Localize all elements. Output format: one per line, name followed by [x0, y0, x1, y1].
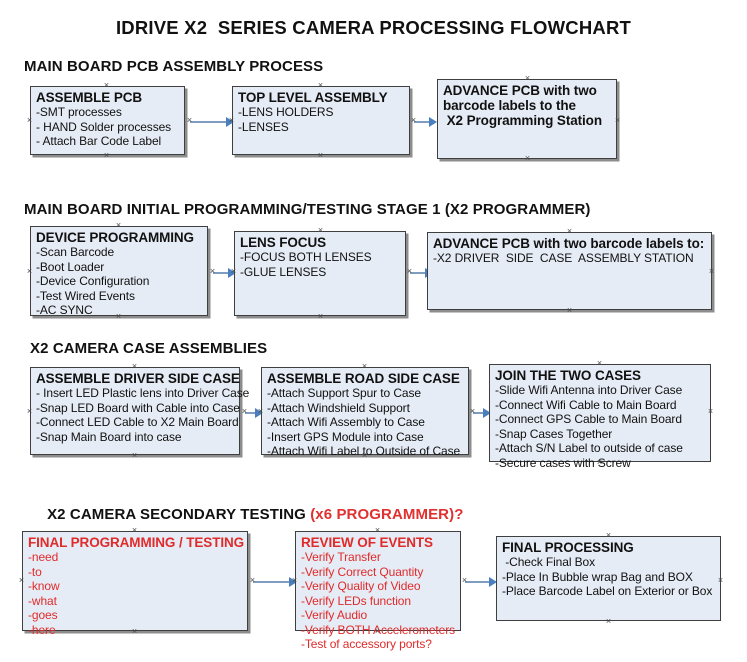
box-line: -GLUE LENSES [240, 264, 327, 279]
box-assemble-pcb[interactable]: ASSEMBLE PCB -SMT processes - HAND Solde… [30, 86, 185, 155]
section-heading-x2-camera-secondary-testing: X2 CAMERA SECONDARY TESTING (x6 PROGRAMM… [30, 489, 463, 540]
box-assemble-driver-side-case[interactable]: ASSEMBLE DRIVER SIDE CASE - Insert LED P… [30, 367, 250, 455]
box-title: REVIEW OF EVENTS [301, 535, 433, 550]
box-title: FINAL PROCESSING [502, 540, 634, 555]
box-line: -Test Wired Events [36, 288, 135, 303]
box-line: -FOCUS BOTH LENSES [240, 250, 372, 264]
box-line: -what [28, 593, 57, 608]
box-line: -Device Configuration [36, 274, 150, 288]
box-line: -X2 DRIVER SIDE CASE ASSEMBLY STATION [433, 251, 694, 265]
box-line: -Connect GPS Cable to Main Board [495, 412, 682, 426]
box-final-processing[interactable]: FINAL PROCESSING -Check Final Box -Place… [496, 536, 721, 621]
box-line: -SMT processes [36, 105, 122, 119]
connector-arrow-icon [228, 268, 236, 278]
box-line: -Connect Wifi Cable to Main Board [495, 397, 677, 412]
box-title: TOP LEVEL ASSEMBLY [238, 90, 388, 105]
box-title: JOIN THE TWO CASES [495, 368, 641, 383]
box-line: -Attach Support Spur to Case [267, 386, 421, 400]
box-line: -Snap Main Board into case [36, 429, 182, 444]
connector-arrow-icon [226, 117, 234, 127]
box-title: LENS FOCUS [240, 235, 327, 250]
connector-line [414, 121, 432, 123]
box-line: -to [28, 564, 42, 579]
connector-arrow-icon [289, 577, 297, 587]
connector-arrow-icon [489, 577, 497, 587]
connector-line [213, 272, 231, 274]
connector-line [245, 412, 259, 414]
box-line: - HAND Solder processes [36, 119, 172, 134]
box-line: -Attach S/N Label to outside of case [495, 441, 683, 455]
box-advance-pcb-x2-programming[interactable]: ADVANCE PCB with two barcode labels to t… [437, 79, 617, 159]
box-line: -Place In Bubble wrap Bag and BOX [502, 569, 693, 584]
box-title: ASSEMBLE ROAD SIDE CASE [267, 371, 460, 386]
box-line: -Scan Barcode [36, 245, 115, 259]
box-title: ASSEMBLE DRIVER SIDE CASE [36, 371, 240, 386]
box-line: - Insert LED Plastic lens into Driver Ca… [36, 386, 250, 400]
section-heading-x2-camera-case-assemblies: X2 CAMERA CASE ASSEMBLIES [30, 340, 268, 357]
box-line: -Snap LED Board with Cable into Case [36, 400, 240, 415]
box-line: -goes [28, 608, 58, 622]
box-line: -Snap Cases Together [495, 426, 613, 441]
box-line: -know [28, 579, 60, 593]
box-line: -Check Final Box [502, 555, 595, 569]
box-title: ASSEMBLE PCB [36, 90, 143, 105]
box-line: -Slide Wifi Antenna into Driver Case [495, 383, 683, 397]
connector-arrow-icon [429, 117, 437, 127]
connector-line [190, 121, 228, 123]
box-line: -Test of accessory ports? [301, 637, 432, 651]
box-line: -Verify Audio [301, 608, 368, 622]
section-heading-accent: (x6 PROGRAMMER)? [310, 506, 464, 523]
box-line: -LENS HOLDERS [238, 105, 334, 119]
box-line: -Verify Quality of Video [301, 579, 421, 593]
section-heading-main-board-initial-programming: MAIN BOARD INITIAL PROGRAMMING/TESTING S… [24, 201, 591, 218]
page-title: IDRIVE X2 SERIES CAMERA PROCESSING FLOWC… [115, 17, 632, 38]
box-final-programming-testing[interactable]: FINAL PROGRAMMING / TESTING -need -to -k… [22, 531, 248, 637]
box-advance-pcb-driver-side[interactable]: ADVANCE PCB with two barcode labels to: … [427, 232, 712, 310]
box-line: - Attach Bar Code Label [36, 134, 162, 148]
box-line: -Verify Correct Quantity [301, 564, 424, 579]
box-title-line: barcode labels to the [443, 98, 576, 113]
box-line: -AC SYNC [36, 303, 93, 317]
section-heading-text: X2 CAMERA SECONDARY TESTING [47, 506, 311, 523]
box-line: -Verify LEDs function [301, 593, 411, 608]
box-lens-focus[interactable]: LENS FOCUS -FOCUS BOTH LENSES -GLUE LENS… [234, 231, 406, 316]
box-title: FINAL PROGRAMMING / TESTING [28, 535, 245, 550]
box-title: DEVICE PROGRAMMING [36, 230, 194, 245]
box-line: -need [28, 550, 59, 564]
box-line: -Attach Windshield Support [267, 400, 410, 415]
box-device-programming[interactable]: DEVICE PROGRAMMING -Scan Barcode -Boot L… [30, 226, 208, 317]
box-line: -LENSES [238, 119, 289, 134]
box-line: -Secure cases with Screw [495, 455, 631, 470]
section-heading-main-board-pcb-assembly: MAIN BOARD PCB ASSEMBLY PROCESS [24, 58, 324, 75]
connector-line [253, 581, 292, 583]
box-assemble-road-side-case[interactable]: ASSEMBLE ROAD SIDE CASE -Attach Support … [261, 367, 469, 458]
connector-arrow-icon [255, 408, 263, 418]
box-line: -Verify Transfer [301, 550, 381, 564]
connector-arrow-icon [483, 408, 491, 418]
box-line: -Attach Wifi Label to Outside of Case [267, 444, 461, 458]
box-line: -Insert GPS Module into Case [267, 429, 424, 444]
box-line: -Place Barcode Label on Exterior or Box [502, 584, 713, 598]
box-join-the-two-cases[interactable]: JOIN THE TWO CASES -Slide Wifi Antenna i… [489, 364, 711, 470]
box-line: -Verify BOTH Accelerometers [301, 622, 456, 637]
box-title: ADVANCE PCB with two [443, 83, 597, 98]
box-title-line: X2 Programming Station [443, 113, 602, 128]
connector-line [473, 412, 487, 414]
connector-line [465, 581, 493, 583]
box-line: -Boot Loader [36, 259, 105, 274]
box-line: -Connect LED Cable to X2 Main Board [36, 415, 239, 429]
connector-line [410, 272, 428, 274]
box-line: -here [28, 622, 56, 637]
box-title: ADVANCE PCB with two barcode labels to: [433, 236, 705, 251]
box-review-of-events[interactable]: REVIEW OF EVENTS -Verify Transfer -Verif… [295, 531, 461, 651]
box-line: -Attach Wifi Assembly to Case [267, 415, 425, 429]
box-top-level-assembly[interactable]: TOP LEVEL ASSEMBLY -LENS HOLDERS -LENSES [232, 86, 410, 155]
